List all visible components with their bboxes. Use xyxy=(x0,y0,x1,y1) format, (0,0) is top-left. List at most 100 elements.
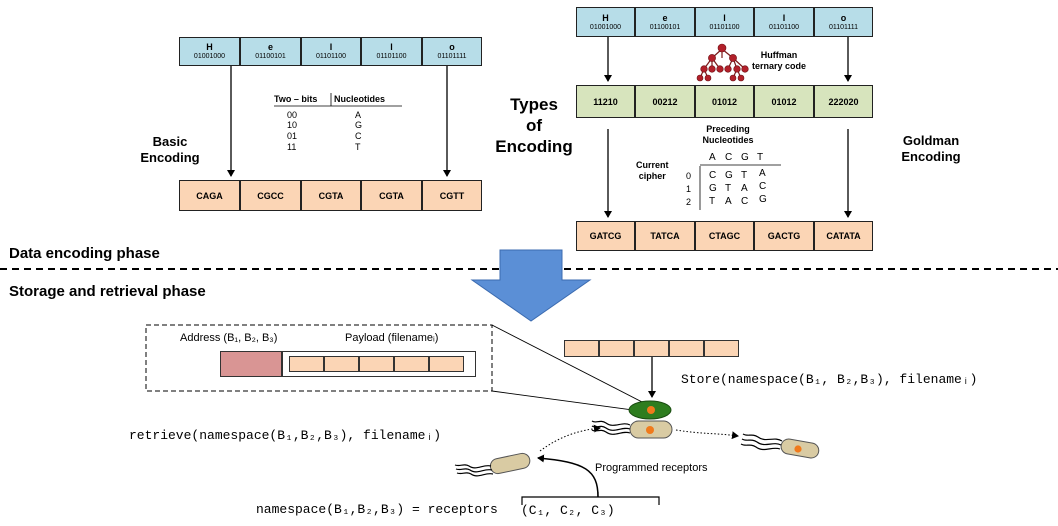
table-header-nucleotides: Nucleotides xyxy=(334,94,386,104)
huffman-label: Huffman ternary code xyxy=(752,50,806,72)
sequence-text: TATCA xyxy=(650,231,680,241)
cipher-header: A xyxy=(709,152,716,163)
retrieve-call: retrieve(namespace(B₁,B₂,B₃), filenameᵢ) xyxy=(129,428,442,443)
letter-bits: 01101100 xyxy=(376,53,407,60)
preceding-nucleotides-label: Preceding Nucleotides xyxy=(693,124,763,146)
basic-label-line1: Basic xyxy=(152,134,188,149)
table-nuc-cell: G xyxy=(355,120,363,130)
current-line2: cipher xyxy=(638,171,666,181)
stored-cell xyxy=(634,340,669,357)
dotted-arrow-to-right xyxy=(675,429,739,440)
huffman-line2: ternary code xyxy=(752,61,807,71)
letter-symbol: l xyxy=(329,42,333,52)
table-bits-cell: 10 xyxy=(287,120,298,130)
store-call: Store(namespace(B₁, B₂,B₃), filenameᵢ) xyxy=(681,372,978,387)
ternary-cell: 11210 xyxy=(576,85,635,118)
cipher-value: T xyxy=(709,196,716,207)
letter-bits: 01101100 xyxy=(768,23,800,31)
letter-symbol: l xyxy=(390,42,393,52)
huffman-line1: Huffman xyxy=(760,50,798,60)
payload-cell xyxy=(429,356,464,372)
ternary-text: 222020 xyxy=(828,96,859,107)
basic-output-cell: CGCC xyxy=(240,180,301,211)
letter-bits: 01101111 xyxy=(437,53,467,60)
cipher-value: T xyxy=(741,170,748,181)
sequence-text: CGTA xyxy=(379,190,404,201)
table-nuc-cell: C xyxy=(355,131,362,141)
basic-output-cell: CAGA xyxy=(179,180,240,211)
basic-output-cell: CGTT xyxy=(422,180,482,211)
cipher-value: C xyxy=(759,181,767,192)
preceding-line2: Nucleotides xyxy=(702,135,754,145)
right-cell xyxy=(740,433,820,459)
payload-label: Payload (filenameᵢ) xyxy=(345,332,439,344)
goldman-output-cell: TATCA xyxy=(635,221,695,251)
table-header-bits: Two – bits xyxy=(274,94,318,104)
letter-symbol: e xyxy=(662,12,668,23)
programmed-receptors-label: Programmed receptors xyxy=(595,462,708,474)
table-nuc-cell: A xyxy=(355,110,362,120)
data-encoding-phase-label: Data encoding phase xyxy=(9,245,160,262)
sequence-text: GATCG xyxy=(589,231,622,241)
letter-symbol: H xyxy=(206,42,213,52)
address-label: Address (B₁, B₂, B₃) xyxy=(180,332,278,344)
goldman-output-cell: GATCG xyxy=(576,221,635,251)
goldman-output-cell: CTAGC xyxy=(695,221,754,251)
receptor-set: (C₁, C₂, C₃) xyxy=(521,503,615,518)
letter-bits: 01001000 xyxy=(193,53,226,60)
green-carrier-blob xyxy=(628,400,672,420)
sequence-text: CTAGC xyxy=(708,231,741,241)
ternary-text: 01012 xyxy=(711,96,738,107)
cipher-value: T xyxy=(725,183,732,194)
goldman-label-line1: Goldman xyxy=(902,133,960,148)
receptors-arrow xyxy=(537,454,599,498)
preceding-line1: Preceding xyxy=(706,124,750,134)
types-line2: of xyxy=(525,116,543,135)
cipher-value: C xyxy=(709,170,717,181)
table-bits-cell: 01 xyxy=(287,131,298,141)
sequence-text: CATATA xyxy=(826,231,861,241)
letter-bits: 01101100 xyxy=(315,53,347,60)
basic-encoding-label: Basic Encoding xyxy=(120,134,220,166)
letter-symbol: e xyxy=(267,42,273,52)
ternary-cell: 00212 xyxy=(635,85,695,118)
stored-cell xyxy=(564,340,599,357)
payload-cell xyxy=(324,356,359,372)
big-down-arrow xyxy=(470,249,592,322)
letter-symbol: o xyxy=(840,12,847,23)
sequence-text: CGTT xyxy=(439,190,465,201)
cipher-header: C xyxy=(725,152,733,163)
payload-cell xyxy=(394,356,429,372)
payload-cell xyxy=(289,356,324,372)
types-line3: Encoding xyxy=(495,137,573,156)
ternary-cell: 222020 xyxy=(814,85,873,118)
letter-symbol: o xyxy=(449,42,455,52)
cipher-header: T xyxy=(757,152,764,163)
basic-output-cell: CGTA xyxy=(301,180,361,211)
cipher-value: A xyxy=(759,168,766,179)
letter-bits: 01100101 xyxy=(255,53,286,60)
sequence-text: CGTA xyxy=(318,190,344,201)
cipher-digit: 0 xyxy=(686,171,692,181)
stored-cell xyxy=(669,340,704,357)
letter-bits: 01100101 xyxy=(649,23,681,31)
sequence-text: GACTG xyxy=(767,231,801,241)
cipher-value: C xyxy=(741,196,749,207)
goldman-output-cell: CATATA xyxy=(814,221,873,251)
dotted-arrow-to-center xyxy=(539,424,601,452)
goldman-encoding-label: Goldman Encoding xyxy=(886,133,976,165)
cipher-digit: 2 xyxy=(686,197,692,207)
cipher-value: A xyxy=(725,196,732,207)
stored-cell xyxy=(704,340,739,357)
storage-retrieval-phase-label: Storage and retrieval phase xyxy=(9,283,206,300)
sequence-text: CAGA xyxy=(196,190,223,201)
letter-bits: 01101111 xyxy=(828,23,859,31)
